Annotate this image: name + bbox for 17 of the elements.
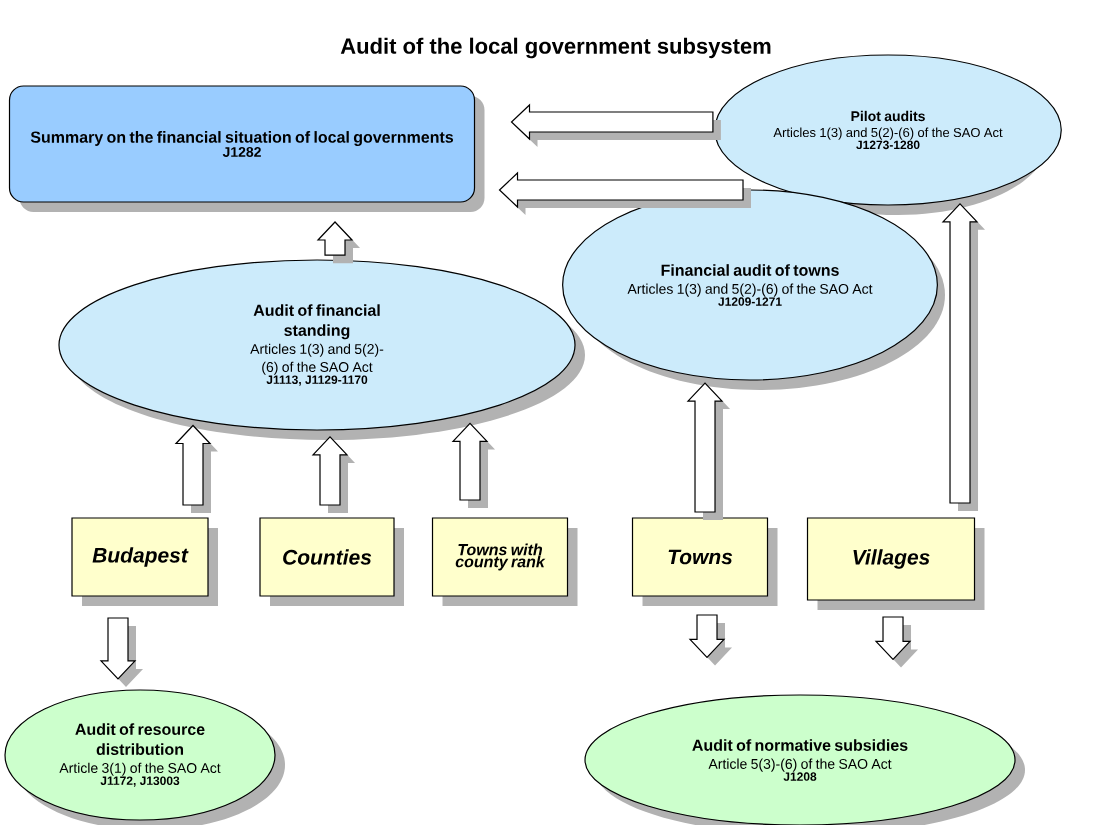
block-arrow xyxy=(874,616,918,668)
block-arrow xyxy=(498,171,751,215)
block-arrow xyxy=(686,382,730,520)
category-box: Towns with county rank xyxy=(431,517,578,606)
block-arrow xyxy=(451,422,495,508)
summary-box: Summary on the financial situation of local governments J1282 xyxy=(8,85,485,212)
category-box: Budapest xyxy=(71,517,218,606)
block-arrow xyxy=(941,202,985,511)
category-box: Counties xyxy=(259,517,404,606)
block-arrow xyxy=(311,436,355,513)
block-arrow xyxy=(174,424,218,513)
category-box: Villages xyxy=(806,517,985,610)
block-arrow xyxy=(510,103,721,147)
block-arrow xyxy=(688,614,732,666)
block-arrow xyxy=(99,617,143,687)
block-arrow xyxy=(316,221,360,264)
category-box: Towns xyxy=(631,517,778,606)
